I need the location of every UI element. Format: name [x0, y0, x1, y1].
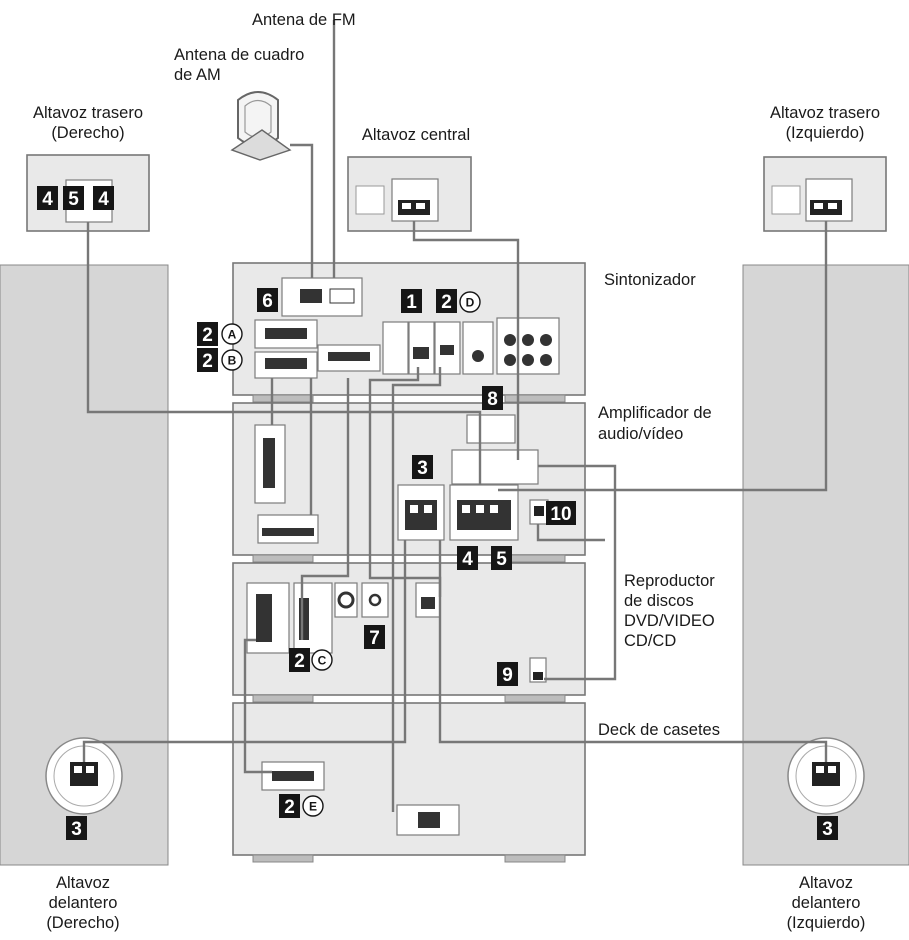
marker-7: 7 [364, 625, 385, 649]
label-am-antenna-2: de AM [174, 66, 221, 84]
tuner-unit [232, 262, 586, 403]
marker-2-C: 2 C [289, 648, 333, 672]
svg-text:3: 3 [417, 458, 428, 479]
label-front-right-3: (Derecho) [46, 914, 119, 932]
svg-text:D: D [466, 296, 475, 310]
marker-5-amp: 5 [491, 546, 512, 570]
cassette-deck-unit [232, 702, 586, 863]
marker-1: 1 [401, 289, 422, 313]
label-rear-left-1: Altavoz trasero [770, 104, 880, 122]
label-dvd-3: DVD/VIDEO [624, 612, 715, 630]
svg-text:1: 1 [406, 292, 417, 313]
rear-left-speaker [763, 156, 887, 232]
marker-2-E: 2 E [279, 794, 324, 818]
labels: Antena de FM Antena de cuadro de AM Alta… [33, 11, 880, 932]
svg-text:C: C [318, 654, 327, 668]
label-amplifier-2: audio/vídeo [598, 425, 683, 443]
svg-text:2: 2 [284, 797, 295, 818]
svg-text:A: A [228, 328, 237, 342]
svg-text:4: 4 [462, 549, 473, 570]
label-front-left-1: Altavoz [799, 874, 853, 892]
marker-rear-right-4b: 4 [93, 186, 114, 210]
marker-2-B: 2 B [197, 348, 243, 372]
svg-text:8: 8 [487, 389, 498, 410]
marker-10: 10 [546, 501, 576, 525]
label-dvd-4: CD/CD [624, 632, 676, 650]
label-dvd-2: de discos [624, 592, 694, 610]
marker-6: 6 [257, 288, 278, 312]
svg-text:2: 2 [441, 292, 452, 313]
label-cassette: Deck de casetes [598, 721, 720, 739]
marker-2-D: 2 D [436, 289, 481, 313]
marker-rear-right-4a: 4 [37, 186, 58, 210]
svg-text:9: 9 [502, 665, 513, 686]
svg-text:4: 4 [42, 189, 53, 210]
markers: 4 5 4 6 1 2 D 2 A 2 B 8 3 10 4 5 7 2 C 9… [37, 186, 838, 840]
label-front-left-2: delantero [792, 894, 861, 912]
svg-text:10: 10 [550, 504, 571, 525]
am-loop-antenna [230, 91, 292, 161]
marker-2-A: 2 A [197, 322, 243, 346]
svg-text:B: B [228, 354, 237, 368]
svg-text:5: 5 [68, 189, 79, 210]
svg-text:2: 2 [202, 351, 213, 372]
front-right-speaker [0, 264, 169, 866]
label-rear-right-2: (Derecho) [51, 124, 124, 142]
marker-3-front-left: 3 [817, 816, 838, 840]
svg-text:6: 6 [262, 291, 273, 312]
label-amplifier-1: Amplificador de [598, 404, 712, 422]
label-front-right-1: Altavoz [56, 874, 110, 892]
svg-text:2: 2 [202, 325, 213, 346]
svg-text:5: 5 [496, 549, 507, 570]
svg-text:E: E [309, 800, 317, 814]
svg-text:4: 4 [98, 189, 109, 210]
marker-9: 9 [497, 662, 518, 686]
label-rear-right-1: Altavoz trasero [33, 104, 143, 122]
marker-4-amp: 4 [457, 546, 478, 570]
svg-text:2: 2 [294, 651, 305, 672]
label-am-antenna-1: Antena de cuadro [174, 46, 304, 64]
label-tuner: Sintonizador [604, 271, 696, 289]
svg-text:3: 3 [71, 819, 82, 840]
label-dvd-1: Reproductor [624, 572, 715, 590]
marker-rear-right-5: 5 [63, 186, 84, 210]
svg-text:3: 3 [822, 819, 833, 840]
cables [82, 20, 828, 812]
label-center: Altavoz central [362, 126, 470, 144]
svg-text:7: 7 [369, 628, 380, 649]
label-front-left-3: (Izquierdo) [787, 914, 866, 932]
label-front-right-2: delantero [49, 894, 118, 912]
label-rear-left-2: (Izquierdo) [786, 124, 865, 142]
marker-3-front-right: 3 [66, 816, 87, 840]
dvd-player-unit [232, 562, 586, 703]
amplifier-unit [232, 402, 586, 563]
center-speaker [347, 156, 472, 232]
marker-8: 8 [482, 386, 503, 410]
label-fm-antenna: Antena de FM [252, 11, 356, 29]
marker-3-amp: 3 [412, 455, 433, 479]
